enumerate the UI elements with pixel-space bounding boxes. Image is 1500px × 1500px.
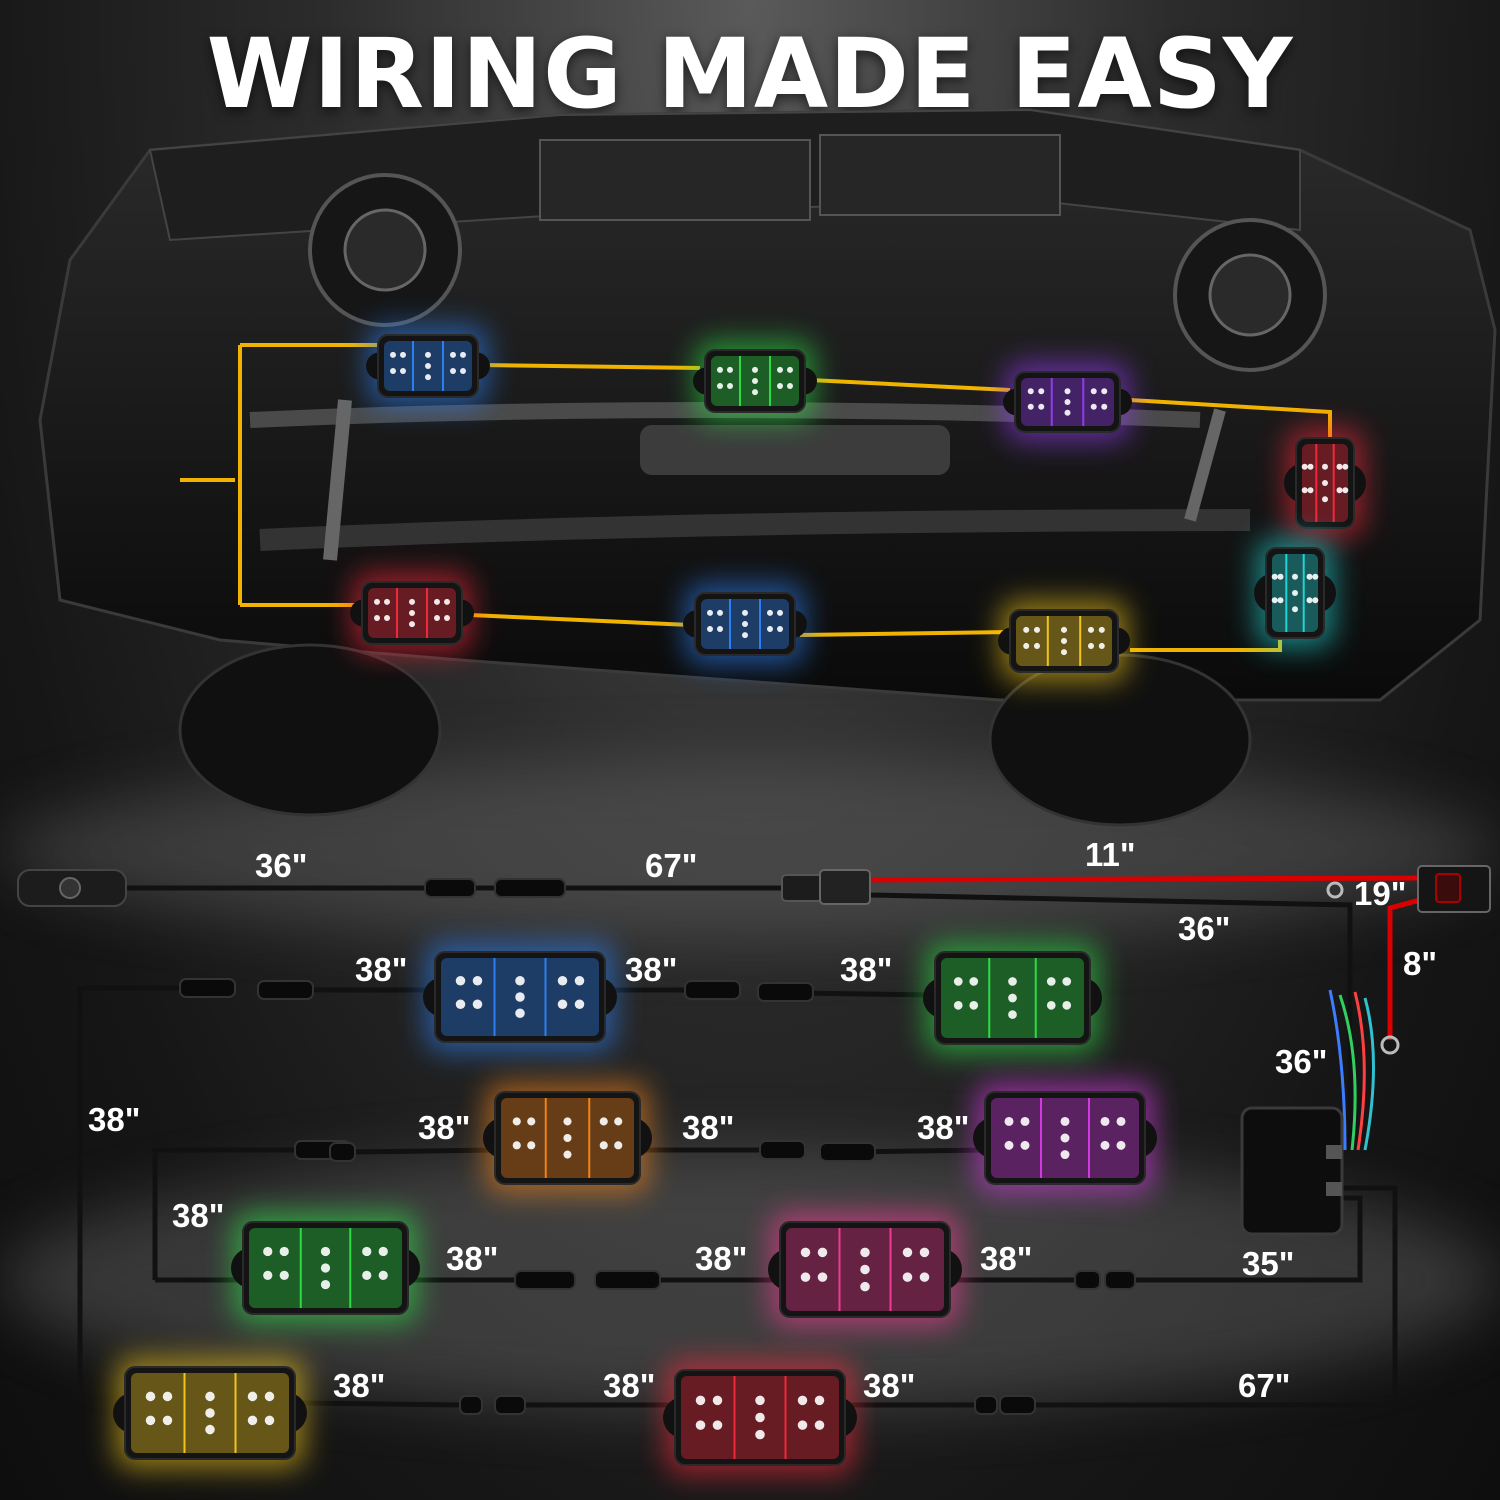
fuse-ring-terminal xyxy=(1380,1035,1400,1055)
controller-box xyxy=(1240,1106,1344,1236)
vehicle-rock-light xyxy=(1284,428,1366,538)
vehicle-wire-segment xyxy=(809,378,1011,392)
label-row1-left-in: 38" xyxy=(355,951,407,988)
label-controller-out: 35" xyxy=(1242,1245,1294,1282)
label-extension-top: 67" xyxy=(645,847,697,884)
diagram-rock-light xyxy=(973,1082,1157,1194)
waterproof-connector xyxy=(257,980,314,1000)
diagram-rock-light xyxy=(663,1360,857,1475)
label-row3-mid: 38" xyxy=(695,1240,747,1277)
label-left-loop: 38" xyxy=(88,1101,140,1138)
power-plug xyxy=(781,869,871,905)
waterproof-connector xyxy=(179,978,236,998)
vehicle-wire-segment xyxy=(469,613,691,627)
label-ground-wire: 19" xyxy=(1354,875,1406,912)
controller-color-leads xyxy=(1328,989,1375,1151)
ground-ring-terminal xyxy=(1326,881,1344,899)
waterproof-connector xyxy=(684,980,741,1000)
label-row3-right: 38" xyxy=(980,1240,1032,1277)
vehicle-rock-light xyxy=(683,583,807,665)
waterproof-connector xyxy=(514,1270,576,1290)
label-row3-between: 38" xyxy=(446,1240,498,1277)
diagram-rock-light xyxy=(923,942,1102,1054)
vehicle-rock-light xyxy=(350,572,474,654)
label-extension-bottom: 67" xyxy=(1238,1367,1290,1404)
label-row2-right: 38" xyxy=(917,1109,969,1146)
diagram-rock-light xyxy=(483,1082,652,1194)
waterproof-connector xyxy=(424,878,476,898)
label-row3-left-loop: 38" xyxy=(172,1197,224,1234)
waterproof-connector xyxy=(1104,1270,1136,1290)
label-row4-left: 38" xyxy=(333,1367,385,1404)
label-row4-mid: 38" xyxy=(603,1367,655,1404)
waterproof-connector xyxy=(974,1395,998,1415)
cable-length-labels: 36" 67" 11" 19" 36" 8" 36" 38" 38" 38" 3… xyxy=(88,836,1437,1404)
label-row1-right-in: 38" xyxy=(840,951,892,988)
vehicle-rock-light xyxy=(998,600,1130,682)
label-row2-left: 38" xyxy=(418,1109,470,1146)
diagram-rock-light xyxy=(423,942,617,1052)
waterproof-connector xyxy=(459,1395,483,1415)
waterproof-connector xyxy=(494,878,566,898)
cable-runs xyxy=(77,875,1421,1408)
waterproof-connector xyxy=(999,1395,1036,1415)
waterproof-connector xyxy=(329,1142,356,1162)
label-row4-right: 38" xyxy=(863,1367,915,1404)
vehicle-underside xyxy=(38,108,1497,827)
waterproof-connector xyxy=(759,1140,806,1160)
vehicle-rock-light xyxy=(693,340,817,422)
label-row2-mid: 38" xyxy=(682,1109,734,1146)
page-title: WIRING MADE EASY xyxy=(206,18,1294,130)
waterproof-connector xyxy=(819,1142,876,1162)
label-controller-leads: 36" xyxy=(1275,1043,1327,1080)
waterproof-connector xyxy=(494,1395,526,1415)
label-switch-cable: 36" xyxy=(255,847,307,884)
relay-switch xyxy=(1417,865,1491,913)
vehicle-wire-segment xyxy=(479,363,701,370)
diagram-rock-light xyxy=(113,1357,307,1469)
vehicle-wire-segment xyxy=(799,630,1011,637)
vehicle-rock-light xyxy=(1003,362,1132,442)
vehicle-wire-harness xyxy=(180,343,1332,652)
label-fuse-wire: 8" xyxy=(1403,945,1437,982)
vehicle-rock-light xyxy=(366,325,490,407)
diagram-rock-light xyxy=(231,1212,420,1324)
vehicle-lights xyxy=(350,325,1366,682)
diagram-lights xyxy=(113,942,1157,1475)
power-switch xyxy=(17,869,127,907)
diagram-rock-light xyxy=(768,1212,962,1327)
cable-connectors xyxy=(179,878,1136,1415)
label-controller-feed: 36" xyxy=(1178,910,1230,947)
label-row1-between: 38" xyxy=(625,951,677,988)
label-red-wire: 11" xyxy=(1085,836,1136,873)
waterproof-connector xyxy=(1074,1270,1101,1290)
waterproof-connector xyxy=(757,982,814,1002)
vehicle-rock-light xyxy=(1254,538,1336,648)
waterproof-connector xyxy=(594,1270,661,1290)
